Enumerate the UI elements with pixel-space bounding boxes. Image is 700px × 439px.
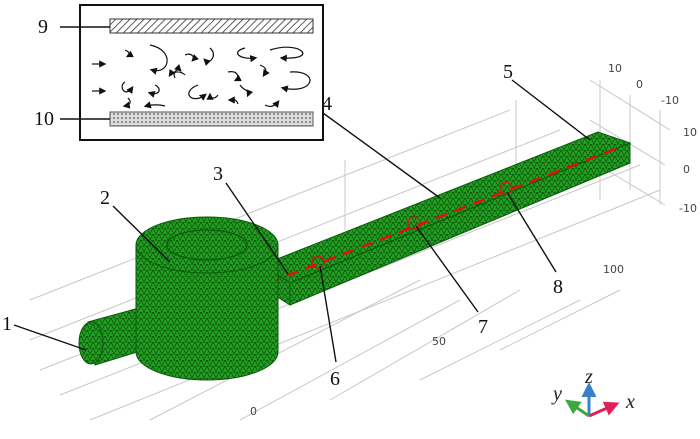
label-10: 10 <box>34 108 54 130</box>
probe-8 <box>499 181 513 195</box>
z-axis-label: z <box>584 366 593 388</box>
rectangular-channel <box>260 131 632 306</box>
upper-wall <box>109 18 314 34</box>
label-1: 1 <box>2 313 12 335</box>
tick-x-50: 50 <box>432 335 446 348</box>
inset-turbulence-schematic <box>79 4 324 141</box>
y-axis-label: y <box>551 383 562 405</box>
label-9: 9 <box>38 16 48 38</box>
tick-z-10: 10 <box>683 126 697 139</box>
tick-x-100: 100 <box>603 263 624 276</box>
tick-z-minus10: -10 <box>679 202 697 215</box>
tick-y-10: 10 <box>608 62 622 75</box>
label-6: 6 <box>330 368 340 390</box>
x-axis-arrow <box>588 401 620 418</box>
tick-x-0: 0 <box>250 405 257 418</box>
label-5: 5 <box>503 61 513 83</box>
tick-z-0: 0 <box>683 163 690 176</box>
y-axis-arrow <box>565 399 590 418</box>
label-4: 4 <box>322 93 332 115</box>
x-axis-label: x <box>625 391 635 413</box>
tick-y-minus10: -10 <box>661 94 679 107</box>
probe-6 <box>311 255 325 269</box>
label-7: 7 <box>478 316 488 338</box>
probe-7 <box>407 216 421 230</box>
lower-wall <box>109 111 314 127</box>
centerline <box>267 146 619 285</box>
label-2: 2 <box>100 187 110 209</box>
label-3: 3 <box>213 163 223 185</box>
axis-triad: z x y <box>551 366 635 418</box>
cylindrical-tank <box>135 216 279 381</box>
tick-y-0: 0 <box>636 78 643 91</box>
leader-lines <box>13 26 591 363</box>
label-8: 8 <box>553 276 563 298</box>
probe-points <box>311 181 513 269</box>
